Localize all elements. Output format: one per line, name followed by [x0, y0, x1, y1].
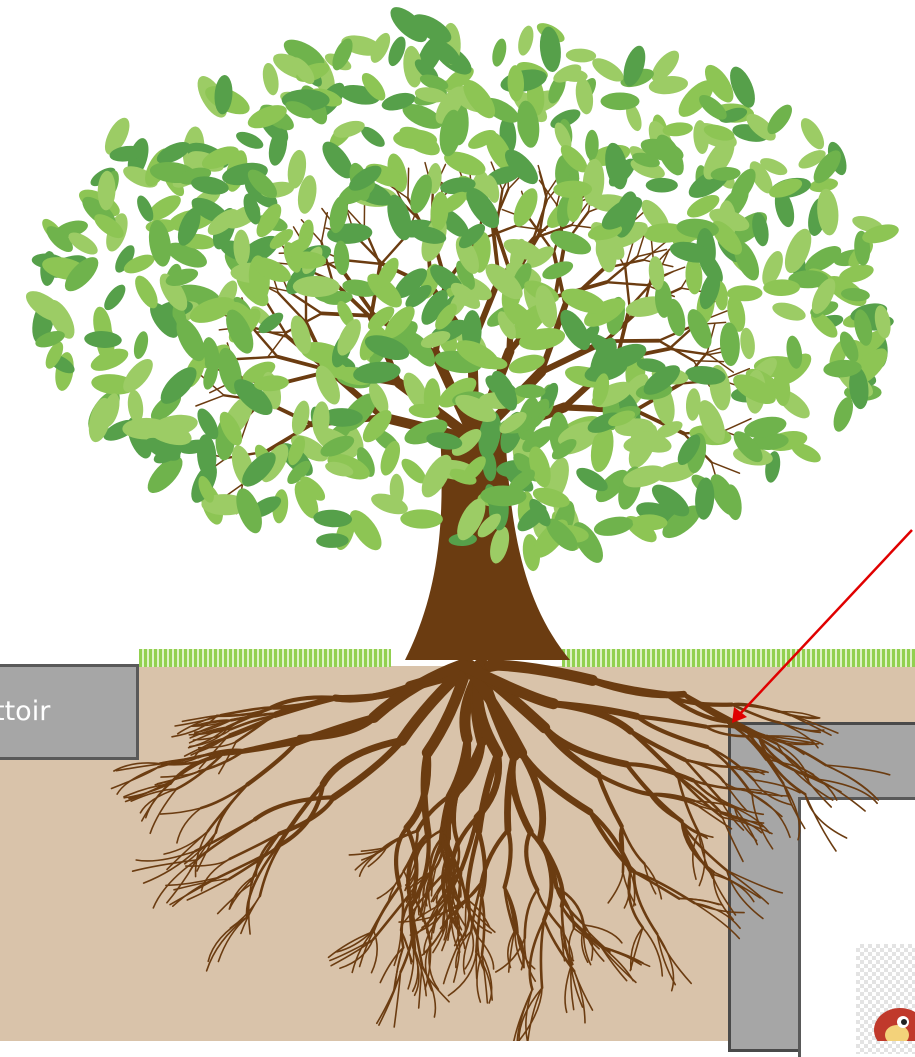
tree-roots — [112, 665, 890, 1041]
mascot-icon — [874, 1008, 915, 1041]
red-arrow — [732, 530, 912, 723]
